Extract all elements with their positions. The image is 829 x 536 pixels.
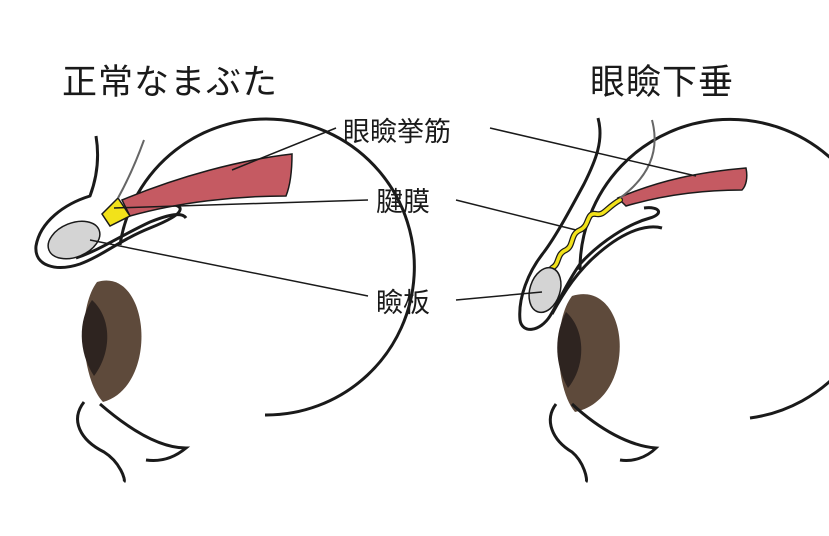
normal-eyeball <box>118 117 416 417</box>
ptosis-tarsus <box>528 266 562 314</box>
ptosis-lid-inner <box>550 225 663 315</box>
ptosis-upper-skin <box>518 117 660 331</box>
normal-upper-skin <box>34 135 182 269</box>
label-levator-muscle: 眼瞼挙筋 <box>343 117 451 148</box>
ptosis-eyelid-figure <box>518 117 829 484</box>
normal-pupil <box>81 300 108 376</box>
leader-tarsus-right <box>455 291 543 301</box>
normal-aponeurosis <box>101 196 132 227</box>
normal-lower-lid-inner <box>99 402 191 462</box>
ptosis-aponeurosis-fill <box>550 198 622 270</box>
ptosis-lower-lid-inner <box>570 402 660 462</box>
label-tarsus: 瞼板 <box>376 288 430 319</box>
ptosis-eyeball <box>578 117 829 420</box>
title-normal-eyelid: 正常なまぶた <box>62 63 279 103</box>
label-aponeurosis: 腱膜 <box>376 187 430 218</box>
title-ptosis: 眼瞼下垂 <box>590 63 735 103</box>
normal-tarsus <box>47 220 101 260</box>
ptosis-nerve <box>619 119 656 199</box>
normal-lower-lid <box>76 401 126 484</box>
leader-levator-right <box>489 127 697 177</box>
leader-levator-left <box>231 127 337 171</box>
normal-nerve <box>117 139 145 199</box>
normal-eyelid-figure <box>34 117 416 484</box>
ptosis-levator-muscle <box>616 167 748 207</box>
leader-aponeurosis-right <box>455 199 577 231</box>
normal-levator-muscle <box>120 153 293 217</box>
leader-tarsus-left <box>89 239 369 297</box>
leader-lines <box>89 127 697 301</box>
leader-aponeurosis-left <box>113 199 369 209</box>
ptosis-pupil <box>557 312 582 388</box>
ptosis-lower-lid <box>548 403 588 484</box>
normal-lid-inner <box>75 213 188 260</box>
